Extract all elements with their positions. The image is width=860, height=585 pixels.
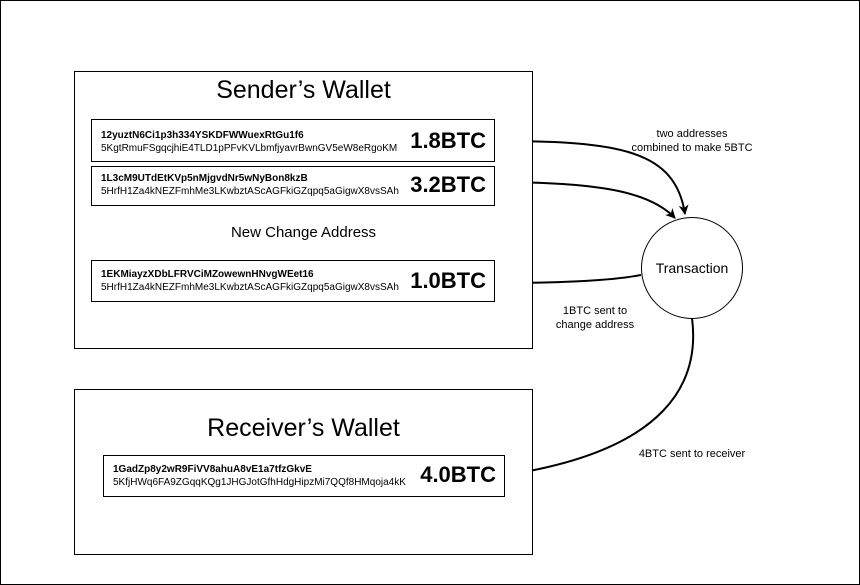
change-address: 1EKMiayzXDbLFRVCiMZowewnHNvgWEet16 5HrfH… (91, 260, 495, 302)
transaction-label: Transaction (655, 260, 729, 276)
btc-amount: 1.8BTC (410, 128, 486, 153)
combine-annotation-line1: two addresses (656, 128, 728, 140)
change-annotation: 1BTC sent to change address (543, 304, 647, 332)
private-key: 5KgtRmuFSgqcjhiE4TLD1pPFvKVLbmfjyavrBwnG… (101, 143, 398, 154)
btc-amount: 1.0BTC (410, 268, 486, 293)
public-address: 1GadZp8y2wR9FiVV8ahuA8vE1a7tfzGkvE (113, 464, 312, 475)
sender-input-address-2: 1L3cM9UTdEtKVp5nMjgvdNr5wNyBon8kzB 5HrfH… (91, 166, 495, 206)
receiver-wallet-title: Receiver’s Wallet (207, 414, 400, 442)
btc-amount: 3.2BTC (410, 172, 486, 197)
combine-annotation: two addresses combined to make 5BTC (620, 127, 764, 155)
private-key: 5KfjHWq6FA9ZGqqKQg1JHGJotGfhHdgHipzMi7QQ… (113, 477, 406, 488)
sender-wallet: Sender’s Wallet 12yuztN6Ci1p3h334YSKDFWW… (74, 71, 533, 349)
sender-wallet-title: Sender’s Wallet (216, 76, 391, 104)
receiver-wallet: Receiver’s Wallet 1GadZp8y2wR9FiVV8ahuA8… (74, 389, 533, 555)
sender-input-address-1: 12yuztN6Ci1p3h334YSKDFWWuexRtGu1f6 5KgtR… (91, 119, 495, 162)
btc-amount: 4.0BTC (420, 462, 496, 487)
change-address-heading: New Change Address (230, 224, 377, 241)
public-address: 1L3cM9UTdEtKVp5nMjgvdNr5wNyBon8kzB (101, 173, 308, 184)
combine-annotation-line2: combined to make 5BTC (631, 142, 753, 154)
transaction-node: Transaction (641, 217, 743, 319)
private-key: 5HrfH1Za4kNEZFmhMe3LKwbztAScAGFkiGZqpq5a… (101, 186, 399, 197)
public-address: 1EKMiayzXDbLFRVCiMZowewnHNvgWEet16 (101, 269, 314, 280)
change-annotation-line1: 1BTC sent to (562, 305, 628, 317)
receiver-address: 1GadZp8y2wR9FiVV8ahuA8vE1a7tfzGkvE 5KfjH… (103, 455, 505, 497)
arrow-transaction-to-receiver (505, 317, 695, 479)
change-annotation-line2: change address (555, 319, 635, 331)
public-address: 12yuztN6Ci1p3h334YSKDFWWuexRtGu1f6 (101, 130, 304, 141)
receiver-annotation: 4BTC sent to receiver (638, 448, 746, 460)
private-key: 5HrfH1Za4kNEZFmhMe3LKwbztAScAGFkiGZqpq5a… (101, 282, 399, 293)
arrow-input1-to-transaction (493, 140, 689, 215)
